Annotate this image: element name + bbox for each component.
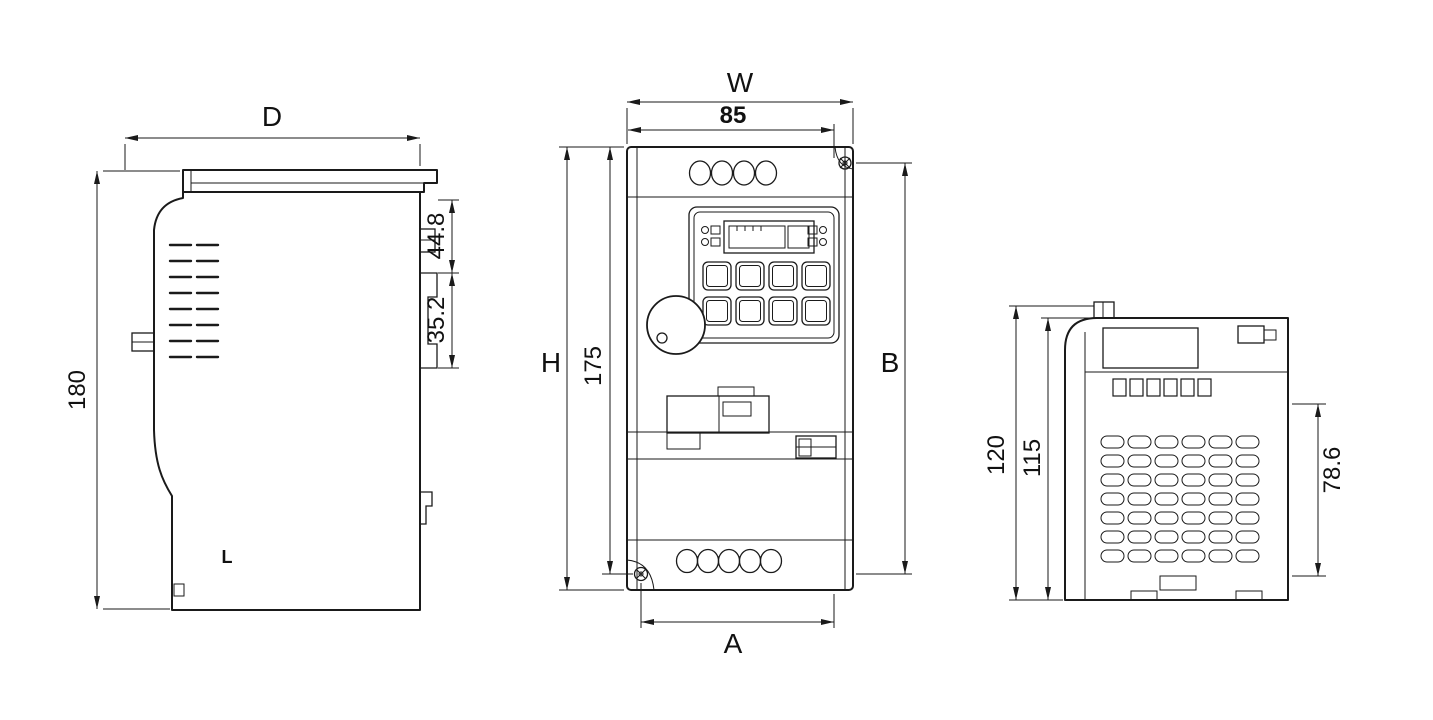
display <box>723 220 815 254</box>
dim-78-6-label: 78.6 <box>1319 447 1346 494</box>
side-view-dimensions: D 180 44.8 35.2 L <box>64 101 459 610</box>
end-top-right-clip <box>1237 325 1277 344</box>
keypad-panel <box>646 206 840 355</box>
logo-mark: L <box>222 547 233 567</box>
dim-height-label: H <box>541 347 561 378</box>
dim-85-label: 85 <box>720 102 747 129</box>
potentiometer-knob <box>646 295 706 355</box>
mounting-hole-top-right <box>834 146 854 170</box>
bottom-knockout-holes <box>675 548 783 574</box>
end-bottom-details <box>1130 575 1263 601</box>
din-rail-bracket <box>420 272 438 369</box>
top-knockout-holes <box>688 160 778 186</box>
front-view-dimensions: W 85 H 175 B A <box>541 67 912 659</box>
side-top-clip <box>419 228 436 253</box>
front-view: W 85 H 175 B A <box>541 67 912 659</box>
side-view-body <box>131 169 438 611</box>
status-leds <box>701 225 827 247</box>
dim-width-label: W <box>727 67 754 98</box>
dim-115-label: 115 <box>1019 439 1046 477</box>
dim-b-label: B <box>881 347 900 378</box>
side-bottom-detail <box>173 583 185 597</box>
front-view-body <box>626 146 854 591</box>
dim-44-8-label: 44.8 <box>423 213 450 260</box>
dim-height-180-label: 180 <box>64 370 91 410</box>
side-view: D 180 44.8 35.2 L <box>64 101 459 611</box>
dim-35-2-label: 35.2 <box>423 297 450 344</box>
end-view: 120 115 78.6 <box>983 301 1346 601</box>
end-top-clip <box>1093 301 1115 319</box>
end-view-dimensions: 120 115 78.6 <box>983 305 1346 601</box>
end-view-body <box>1064 301 1289 601</box>
dim-120-label: 120 <box>983 435 1010 475</box>
dim-175-label: 175 <box>580 346 607 386</box>
end-slot-row <box>1112 378 1212 397</box>
end-top-cover <box>1102 327 1199 369</box>
side-vent-slots <box>168 243 220 359</box>
dim-a-label: A <box>724 628 743 659</box>
terminal-blocks <box>666 386 837 459</box>
end-vent-grille <box>1100 435 1260 563</box>
keypad-buttons <box>702 261 831 326</box>
mounting-hole-bottom-left <box>626 559 655 591</box>
side-left-clip <box>131 332 155 352</box>
dim-depth-label: D <box>262 101 282 132</box>
side-bottom-clip <box>420 491 433 525</box>
